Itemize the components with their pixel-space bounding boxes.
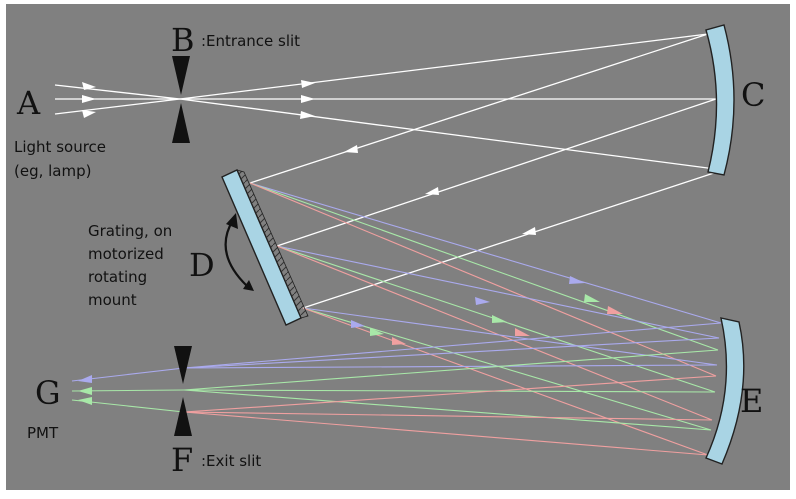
arrow-beam-1	[301, 80, 315, 88]
diagram-background	[6, 4, 790, 490]
rotation-arrowhead-top	[226, 213, 238, 229]
grating-label-line2: motorized	[88, 245, 164, 263]
entrance-slit-caption: :Entrance slit	[201, 32, 300, 50]
focusing-mirror-e	[705, 317, 745, 465]
ray-e2-red	[183, 411, 713, 421]
arrow-beam-3	[300, 111, 315, 119]
grating-label-line3: rotating	[88, 268, 147, 286]
arrow-g-green-2	[78, 397, 92, 405]
ray-c-to-d-3	[302, 169, 724, 309]
ray-e3-green	[183, 389, 712, 431]
grating-label-line4: mount	[88, 291, 137, 309]
light-source-label-line2: (eg, lamp)	[14, 162, 91, 180]
label-g: G	[35, 374, 61, 412]
label-b: B	[171, 21, 195, 59]
arrow-source-1	[82, 82, 96, 90]
arrow-red-3	[392, 337, 406, 345]
arrow-source-3	[82, 110, 96, 118]
label-e: E	[740, 382, 763, 420]
exit-slit-caption: :Exit slit	[201, 452, 261, 470]
ray-d1-green	[249, 182, 719, 351]
rotation-arrow	[224, 213, 254, 291]
focused-rays	[71, 322, 722, 456]
source-ray-top	[54, 84, 181, 100]
grating-d	[221, 169, 309, 326]
label-f: F	[171, 441, 193, 479]
light-source-label-line1: Light source	[14, 138, 106, 156]
ray-d1-red	[249, 182, 717, 377]
ray-e3-red	[183, 411, 709, 456]
entrance-slit	[172, 56, 190, 143]
rotation-arc	[224, 219, 248, 287]
label-d: D	[189, 246, 215, 284]
grating-label-line1: Grating, on	[88, 222, 172, 240]
source-ray-bottom	[54, 98, 181, 115]
arrow-beam-2	[301, 95, 315, 103]
ray-e1-green	[183, 349, 719, 391]
arrow-green-2	[492, 315, 507, 323]
arrow-blue-1	[569, 276, 585, 284]
ray-to-c-top	[179, 33, 709, 100]
colored-arrowheads	[78, 276, 623, 405]
entrance-slit-upper-jaw	[172, 56, 190, 95]
arrow-red-1	[607, 306, 623, 314]
exit-slit-upper-jaw	[174, 346, 192, 384]
ray-e3-blue	[183, 364, 718, 369]
entrance-slit-lower-jaw	[172, 103, 190, 143]
arrow-source-2	[82, 95, 96, 103]
arrow-blue-3	[351, 320, 365, 328]
ray-d2-red	[276, 245, 713, 421]
ray-d2-blue	[276, 245, 720, 339]
ray-e2-blue	[183, 337, 720, 369]
white-rays	[54, 33, 724, 309]
ray-e1-red	[183, 375, 717, 413]
arrow-return-2	[425, 187, 439, 195]
arrow-g-green-1	[78, 387, 92, 395]
ray-to-c-bottom	[179, 98, 724, 171]
pmt-label: PMT	[27, 424, 59, 442]
arrow-g-blue	[78, 375, 92, 383]
ray-c-to-d-1	[249, 33, 709, 184]
ray-e2-green	[183, 389, 716, 393]
exit-slit	[174, 346, 192, 436]
label-c: C	[741, 76, 765, 114]
arrow-return-1	[344, 145, 358, 153]
arrow-green-3	[370, 328, 384, 336]
ray-e1-blue	[183, 322, 722, 369]
rotation-arrowhead-bottom	[243, 280, 254, 291]
white-arrowheads	[82, 80, 536, 235]
ray-d1-blue	[249, 182, 722, 324]
grating-grooves	[236, 169, 309, 319]
arrow-blue-2	[475, 297, 490, 305]
exit-slit-lower-jaw	[174, 397, 192, 436]
arrow-red-2	[515, 328, 530, 336]
arrow-return-3	[522, 227, 536, 235]
ray-c-to-d-2	[276, 98, 717, 247]
collimating-mirror-c	[705, 24, 735, 176]
arrow-green-1	[584, 294, 600, 302]
ray-d3-green	[302, 307, 712, 431]
label-a: A	[16, 84, 41, 122]
